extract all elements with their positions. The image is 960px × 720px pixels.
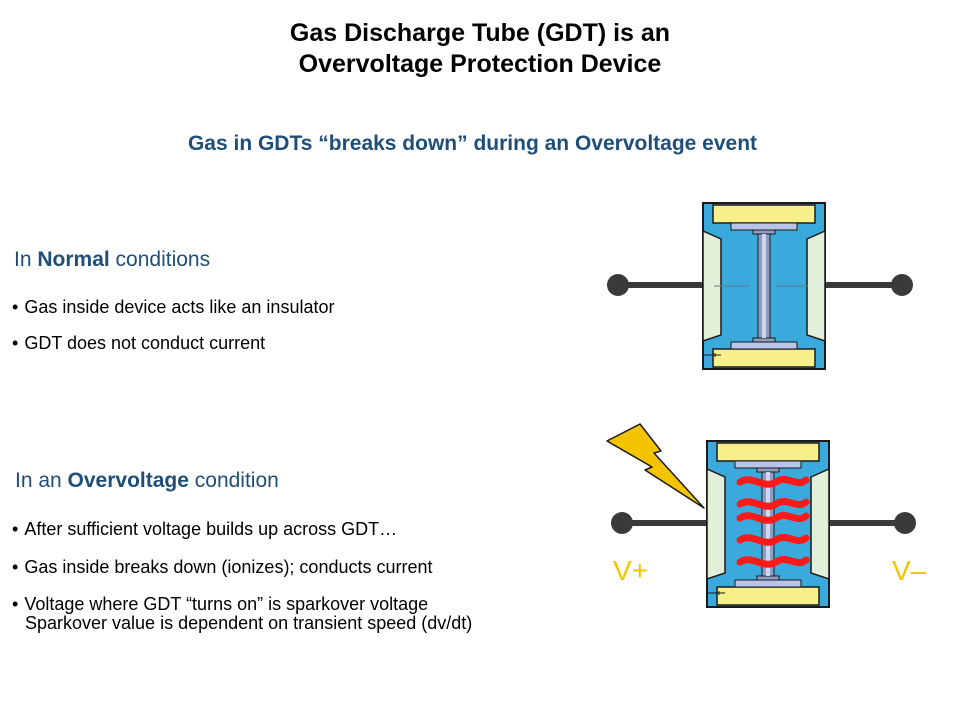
overvoltage-heading: In an Overvoltage condition [15, 469, 279, 493]
gdt-overvoltage-diagram [611, 440, 916, 608]
overvoltage-heading-emphasis: Overvoltage [67, 469, 189, 492]
positive-terminal-label: V+ [613, 555, 649, 586]
title-line-2: Overvoltage Protection Device [298, 50, 662, 78]
negative-terminal-label: V– [892, 555, 927, 586]
right-terminal [891, 274, 913, 296]
normal-heading: In Normal conditions [14, 248, 210, 272]
overvoltage-heading-suffix: condition [188, 469, 279, 492]
right-terminal [894, 512, 916, 534]
overvoltage-bullet: Voltage where GDT “turns on” is sparkove… [12, 586, 433, 624]
overvoltage-bullet-list: After sufficient voltage builds up acros… [12, 511, 433, 624]
normal-bullet: GDT does not conduct current [12, 325, 334, 361]
gdt-tube-overvoltage [706, 440, 830, 608]
normal-heading-suffix: conditions [109, 248, 211, 271]
normal-bullet: Gas inside device acts like an insulator [12, 289, 334, 325]
normal-bullet-list: Gas inside device acts like an insulator… [12, 289, 334, 361]
gdt-normal-diagram [607, 202, 913, 370]
slide-title: Gas Discharge Tube (GDT) is an Overvolta… [0, 18, 960, 80]
title-line-1: Gas Discharge Tube (GDT) is an [289, 19, 671, 47]
lightning-bolt-icon [606, 423, 705, 509]
slide-subtitle: Gas in GDTs “breaks down” during an Over… [187, 132, 758, 155]
normal-heading-prefix: In [14, 248, 38, 271]
overvoltage-bullet: After sufficient voltage builds up acros… [12, 511, 433, 549]
overvoltage-bullet: Gas inside breaks down (ionizes); conduc… [12, 549, 432, 587]
spark-arcs [736, 475, 810, 568]
sparkover-note: Sparkover value is dependent on transien… [25, 613, 473, 633]
overvoltage-heading-prefix: In an [15, 469, 68, 492]
left-terminal [607, 274, 629, 296]
normal-heading-emphasis: Normal [37, 248, 110, 271]
left-terminal [611, 512, 633, 534]
